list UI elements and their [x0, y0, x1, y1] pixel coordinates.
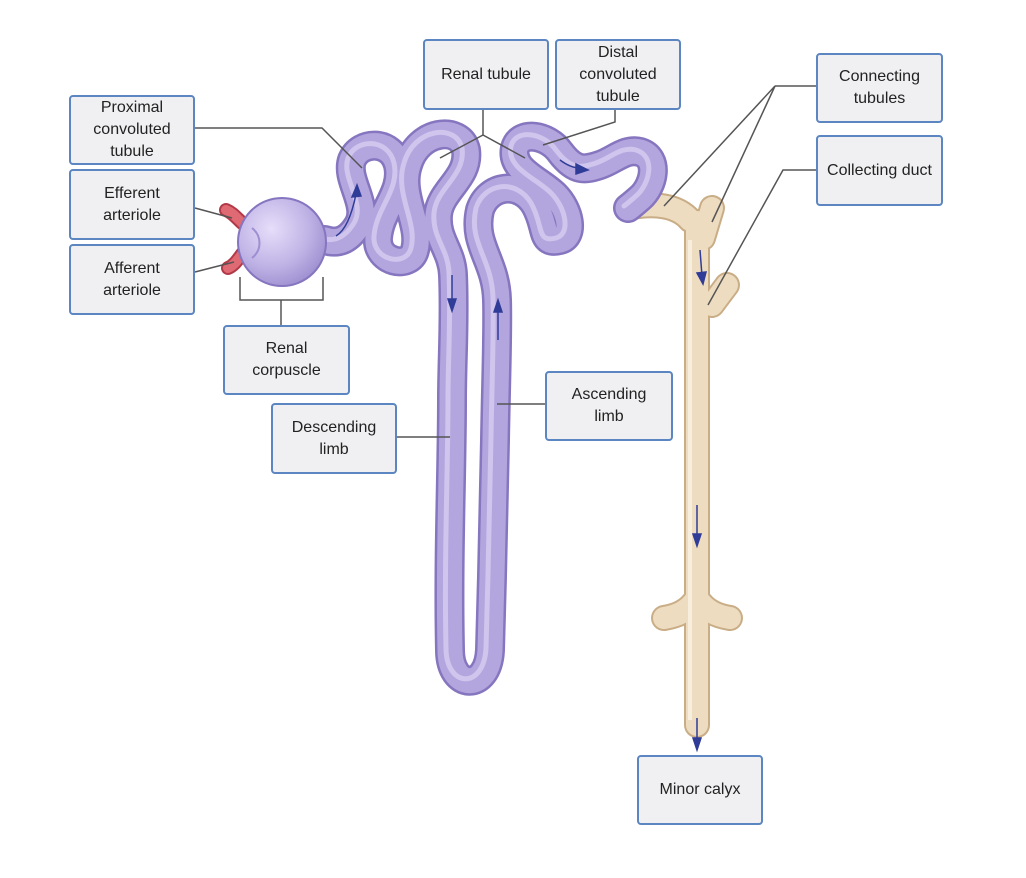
- leader-efferent: [194, 207, 233, 219]
- label-afferent-arteriole[interactable]: Afferent arteriole: [69, 244, 195, 315]
- label-distal-convoluted-tubule[interactable]: Distal convoluted tubule: [555, 39, 681, 110]
- label-efferent-arteriole[interactable]: Efferent arteriole: [69, 169, 195, 240]
- label-renal-tubule[interactable]: Renal tubule: [423, 39, 549, 110]
- leader-collecting: [707, 169, 816, 306]
- flow-arrows: [335, 159, 707, 753]
- label-renal-corpuscle[interactable]: Renal corpuscle: [223, 325, 350, 395]
- flow-arrow-collecting: [691, 505, 703, 549]
- label-minor-calyx[interactable]: Minor calyx: [637, 755, 763, 825]
- flow-arrow-ascending: [492, 297, 504, 340]
- renal-corpuscle-structure: [237, 197, 327, 287]
- flow-arrow-outflow: [691, 718, 703, 753]
- label-collecting-duct[interactable]: Collecting duct: [816, 135, 943, 206]
- collecting-duct-structure: [615, 192, 743, 738]
- leader-lines: [194, 85, 816, 438]
- flow-arrow-connecting: [695, 249, 707, 287]
- leader-distal: [542, 108, 616, 146]
- leader-proximal: [195, 127, 363, 169]
- glomerulus-outline: [251, 227, 261, 259]
- label-proximal-convoluted-tubule[interactable]: Proximal convoluted tubule: [69, 95, 195, 165]
- leader-connecting: [663, 85, 816, 223]
- flow-arrow-proximal: [335, 182, 363, 237]
- leader-afferent: [194, 261, 235, 273]
- label-ascending-limb[interactable]: Ascending limb: [545, 371, 673, 441]
- label-connecting-tubules[interactable]: Connecting tubules: [816, 53, 943, 123]
- flow-arrow-descending: [446, 275, 458, 314]
- flow-arrow-distal: [559, 159, 590, 176]
- leader-renal-tubule: [439, 110, 526, 159]
- label-descending-limb[interactable]: Descending limb: [271, 403, 397, 474]
